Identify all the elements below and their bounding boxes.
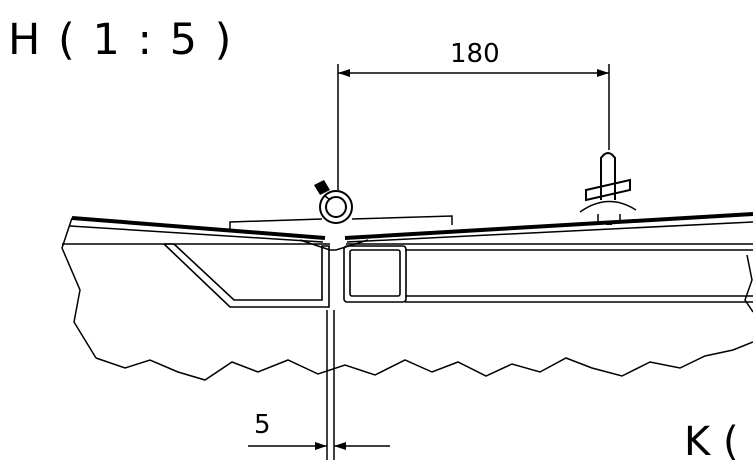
dimension-bottom-label: 5 xyxy=(254,410,271,440)
next-view-title: K ( xyxy=(684,419,739,460)
hinge-pin-icon xyxy=(314,180,353,224)
dimension-top-label: 180 xyxy=(450,39,500,69)
left-channel-profile xyxy=(163,243,330,308)
view-title: H ( 1 : 5 ) xyxy=(8,15,233,65)
dimension-bottom: 5 xyxy=(248,310,390,460)
section-body xyxy=(61,217,753,381)
lid-panels xyxy=(69,212,753,251)
latch-handle-icon xyxy=(579,152,637,225)
right-box-profile xyxy=(343,245,407,303)
frame-rails xyxy=(62,243,753,303)
dimension-top: 180 xyxy=(337,39,610,190)
